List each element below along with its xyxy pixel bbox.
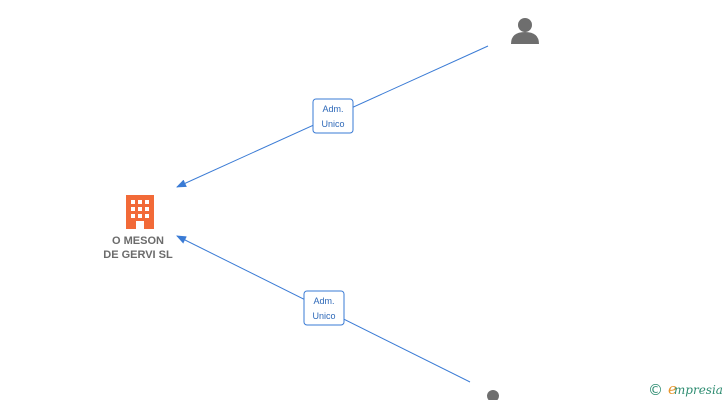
role-line2: Unico <box>312 311 335 321</box>
brand-rest: mpresia <box>673 383 723 397</box>
role-badge[interactable] <box>303 290 345 326</box>
copyright-icon: © <box>648 380 663 399</box>
company-name-line1: O MESON <box>112 235 164 247</box>
person-icon[interactable] <box>487 390 499 400</box>
role-line1: Adm. <box>322 104 343 114</box>
empresia-watermark: © empresia <box>648 380 723 400</box>
edge-role-label[interactable]: Adm. Unico <box>312 98 354 134</box>
role-line1: Adm. <box>313 296 334 306</box>
role-line2: Unico <box>321 119 344 129</box>
company-name-line2: DE GERVI SL <box>103 249 173 261</box>
building-icon[interactable] <box>126 195 154 229</box>
company-name[interactable]: O MESON DE GERVI SL <box>84 234 192 262</box>
edge-top-person-to-company: Adm. Unico <box>176 45 489 188</box>
brand-initial: e <box>668 380 677 398</box>
person-icon[interactable] <box>511 18 539 44</box>
brand-logo: empresia <box>668 381 723 399</box>
edge-bottom-person-to-company: Adm. Unico <box>176 235 471 383</box>
role-badge[interactable] <box>312 98 354 134</box>
edge-role-label[interactable]: Adm. Unico <box>303 290 345 326</box>
